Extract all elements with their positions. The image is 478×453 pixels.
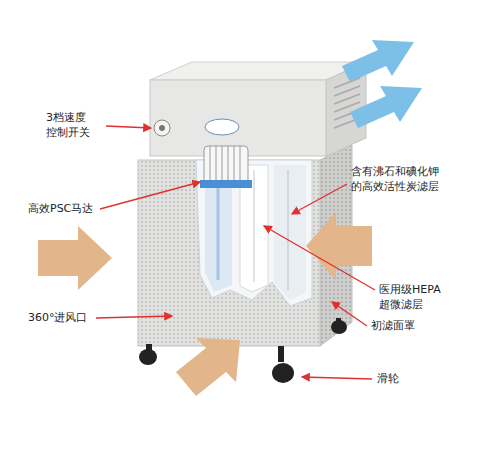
filter-layer [274, 165, 306, 300]
part-label: 医用级HEPA 超微滤层 [379, 283, 471, 313]
air-in-arrow [176, 338, 240, 396]
filter-cutaway [196, 160, 312, 306]
logo-badge [205, 119, 239, 135]
leader-lines [96, 126, 375, 379]
wheels [139, 318, 347, 383]
cap-front [150, 80, 326, 156]
part-label: 3档速度 控制开关 [46, 111, 106, 141]
air-in-arrow [38, 226, 112, 290]
part-label: 初滤面罩 [371, 319, 431, 334]
part-label: 含有沸石和碘化钾 的高效活性炭滤层 [351, 165, 463, 195]
motor-base [200, 180, 252, 188]
air-out-arrow [350, 86, 422, 128]
air-out-arrow [342, 40, 414, 82]
part-label: 高效PSC马达 [28, 202, 100, 217]
part-label: 滑轮 [377, 372, 417, 387]
body-front [138, 160, 320, 346]
part-label: 360°进风口 [28, 311, 96, 326]
speed-knob [154, 120, 170, 136]
